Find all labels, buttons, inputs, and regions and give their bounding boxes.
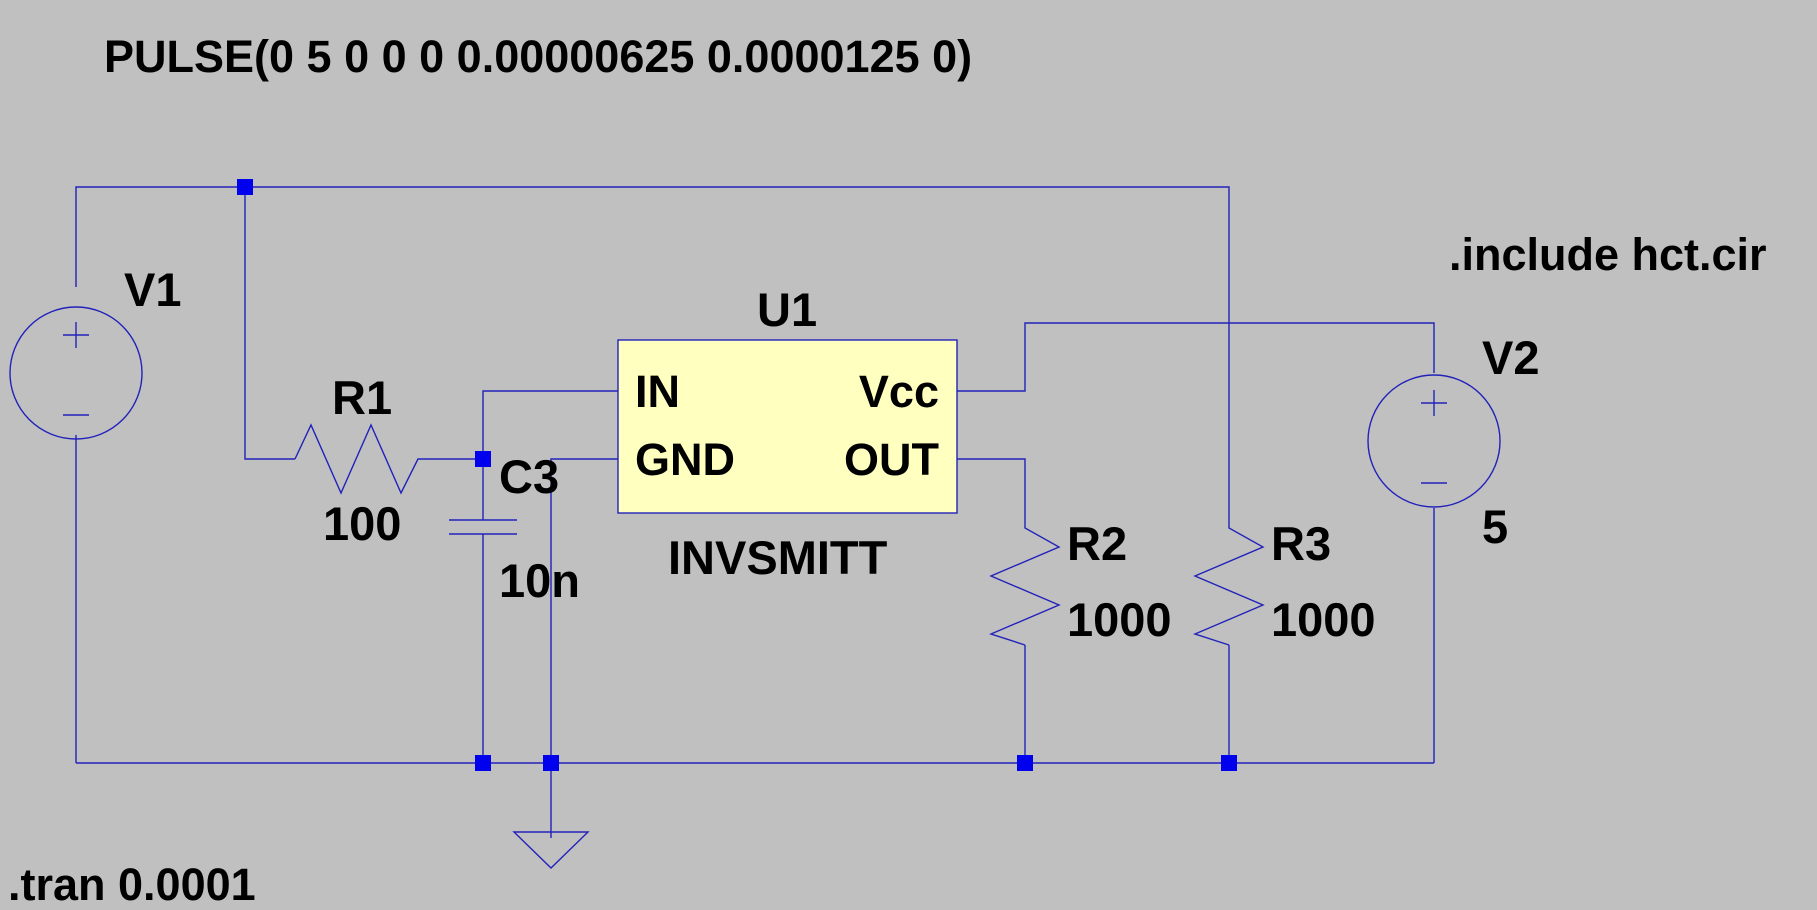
voltage-source-v2[interactable] [1367,374,1501,508]
u1-model-label: INVSMITT [668,531,888,584]
capacitor-c3-icon[interactable] [449,519,517,535]
junction-dot [475,451,491,467]
resistor-r2-icon[interactable] [989,508,1061,646]
pin-in-label: IN [635,366,680,417]
pulse-directive[interactable]: PULSE(0 5 0 0 0 0.00000625 0.0000125 0) [104,31,972,82]
v2-value-label: 5 [1482,500,1508,553]
tran-directive[interactable]: .tran 0.0001 [8,859,256,910]
junction-dot [543,755,559,771]
ic-u1-body[interactable] [617,339,958,514]
resistor-r1-icon[interactable] [294,423,434,495]
junction-dot [237,179,253,195]
r1-name-label: R1 [332,371,392,424]
c3-value-label: 10n [499,554,580,607]
junctions [237,179,1237,771]
wire-gnd[interactable] [550,458,618,838]
wire-in[interactable] [482,390,618,459]
r3-name-label: R3 [1271,517,1331,570]
pin-out-label: OUT [844,434,939,485]
r2-value-label: 1000 [1067,593,1172,646]
v2-name-label: V2 [1482,331,1540,384]
r2-name-label: R2 [1067,517,1127,570]
source-circle-icon [9,306,143,440]
resistor-r3-icon[interactable] [1193,508,1265,646]
junction-dot [1221,755,1237,771]
include-directive[interactable]: .include hct.cir [1449,229,1767,280]
junction-dot [1017,755,1033,771]
ground-icon[interactable] [512,831,590,869]
pin-vcc-label: Vcc [859,366,939,417]
junction-dot [475,755,491,771]
u1-name-label: U1 [757,283,817,336]
v1-name-label: V1 [124,263,182,316]
wire-vcc[interactable] [957,322,1435,392]
wire-r1-feed[interactable] [244,187,295,460]
c3-name-label: C3 [499,450,559,503]
r3-value-label: 1000 [1271,593,1376,646]
wires [75,186,1435,838]
wire-top[interactable] [75,186,1230,508]
voltage-source-v1[interactable] [9,306,143,440]
r1-value-label: 100 [323,497,401,550]
source-circle-icon [1367,374,1501,508]
pin-gnd-label: GND [635,434,735,485]
wire-out[interactable] [957,458,1026,508]
